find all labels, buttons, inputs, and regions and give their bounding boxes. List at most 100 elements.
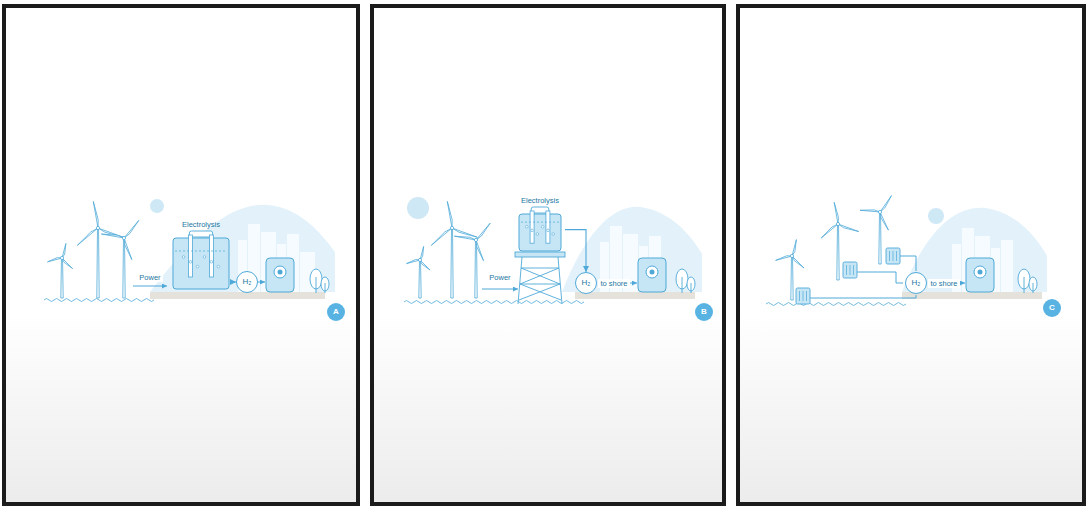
tree-trunk: [325, 283, 326, 293]
turbine-blade: [834, 202, 838, 224]
water: [766, 303, 906, 306]
wind-turbine: [48, 244, 73, 298]
unit-heading: Electrolysis: [515, 196, 565, 205]
flow-connector: [565, 230, 586, 272]
electrode: [530, 211, 534, 243]
flow-arrow: [258, 282, 265, 283]
panel-badge: A: [327, 303, 345, 321]
city-skyline: [238, 224, 315, 292]
hill: [150, 205, 335, 292]
tank-gauge: [646, 266, 658, 278]
turbine-blade: [101, 234, 124, 238]
chemical-label: H₂: [912, 278, 921, 288]
storage-tank: [638, 258, 666, 292]
flow-label: Power: [487, 273, 512, 282]
electrode: [803, 291, 804, 301]
turbine-tower: [879, 212, 881, 264]
electrode: [846, 265, 847, 275]
turbine-hub: [96, 226, 99, 229]
ground: [150, 292, 325, 299]
panel-badge: B: [695, 303, 713, 321]
electrode: [896, 251, 897, 261]
turbine-blade: [880, 212, 888, 230]
turbine-tower: [61, 258, 63, 298]
flow-label: to shore: [598, 279, 629, 288]
tank-body: [638, 258, 666, 292]
turbine-hub: [878, 210, 881, 213]
electrolysis-unit: Electrolysis: [515, 196, 565, 252]
wind-turbine: [77, 201, 123, 298]
small-electrolyser: [796, 288, 810, 304]
small-electrolyser: [886, 248, 900, 264]
turbine-blade: [792, 240, 796, 256]
hydrogen-circle: H₂: [905, 272, 927, 294]
electrode: [799, 291, 800, 301]
turbine-tower: [97, 228, 99, 298]
turbine-blade: [431, 228, 452, 245]
turbine-hub: [474, 238, 477, 241]
gas-bubble: [203, 256, 206, 259]
turbine-hub: [450, 226, 453, 229]
hill: [562, 207, 702, 292]
turbine-blade: [124, 220, 139, 238]
gas-bubble: [531, 229, 534, 232]
tank-body: [266, 258, 294, 292]
water-level: [175, 251, 227, 252]
turbine-blade: [838, 224, 859, 232]
turbine-tower: [791, 256, 793, 300]
turbine-hub: [836, 222, 839, 225]
gas-bubble: [526, 225, 529, 228]
hydrogen-circle: H₂: [575, 272, 597, 294]
gas-bubble: [552, 233, 555, 236]
flow-line: [857, 272, 903, 283]
chemical-label: H₂: [582, 278, 591, 288]
gas-bubble: [536, 233, 539, 236]
turbine-blade: [821, 224, 838, 238]
tree-trunk: [691, 283, 692, 293]
electrode: [546, 211, 550, 243]
turbine-blade: [98, 228, 123, 237]
turbine-hub: [60, 256, 63, 259]
platform-strut: [520, 284, 560, 285]
small-electrolyser: [843, 262, 857, 278]
tank-gauge-dot: [650, 270, 655, 275]
tree-trunk: [682, 277, 683, 293]
turbine-blade: [77, 228, 98, 245]
turbine-blade: [406, 260, 420, 264]
platform-strut: [521, 268, 560, 284]
turbine-blade: [48, 258, 62, 262]
turbine-tower: [451, 228, 453, 298]
ground: [575, 292, 695, 299]
turbine-blade: [454, 236, 476, 240]
tree: [676, 269, 695, 293]
electrolyser-tank: [519, 214, 561, 251]
turbine-blade: [420, 246, 424, 260]
turbine-blade: [420, 260, 430, 270]
turbine-hub: [418, 258, 421, 261]
wind-turbine: [406, 246, 429, 298]
tank-gauge: [974, 266, 986, 278]
sun: [150, 199, 164, 213]
platform-strut: [519, 284, 560, 300]
gas-bubble: [196, 265, 199, 268]
turbine-blade: [452, 228, 477, 237]
wind-turbine: [431, 201, 477, 298]
tank-gauge-dot: [978, 270, 983, 275]
platform-strut: [518, 257, 522, 304]
turbine-blade: [62, 258, 73, 269]
flow-arrow: [133, 286, 167, 287]
platform-strut: [520, 268, 559, 284]
platform-strut: [521, 268, 559, 269]
turbine-blade: [93, 201, 98, 228]
platform-deck: [515, 252, 565, 257]
tree: [310, 269, 329, 293]
panel-letter: C: [1049, 303, 1055, 313]
turbine-blade: [62, 244, 66, 258]
turbine-hub: [790, 254, 793, 257]
electrode: [893, 251, 894, 261]
tree-trunk: [1024, 277, 1025, 293]
electrode: [209, 235, 213, 277]
panel-badge: C: [1043, 299, 1061, 317]
